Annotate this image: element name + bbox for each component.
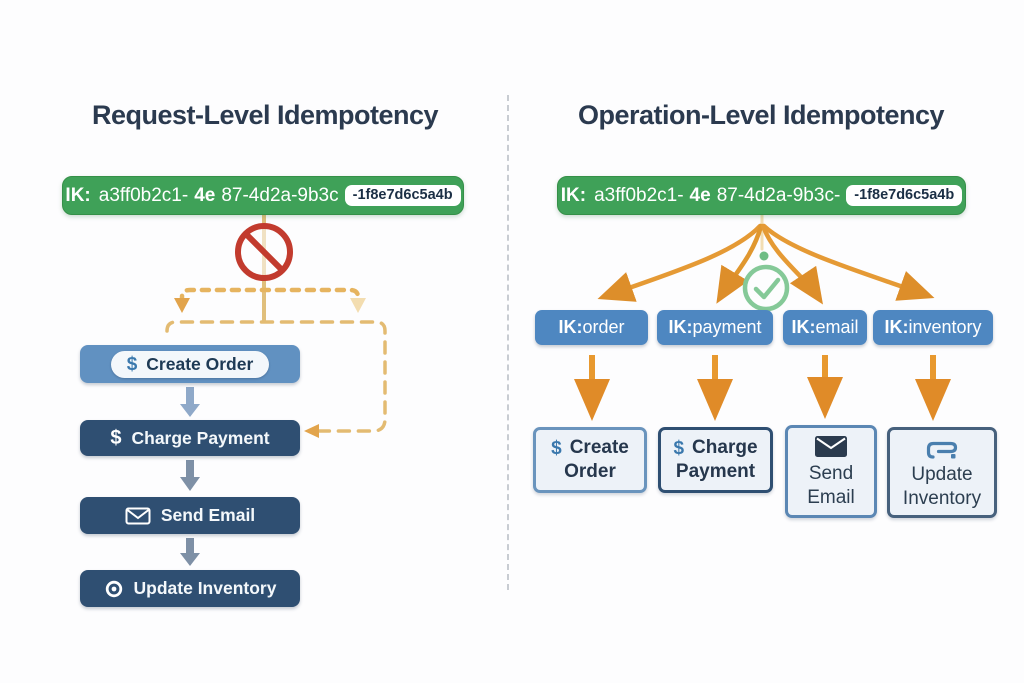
ik-suffix-badge: -1f8e7d6c5a4b (344, 184, 461, 207)
op-create-order: $ Create Order (533, 427, 647, 493)
ik-key-part2: 4e (689, 184, 711, 206)
panel-divider (507, 95, 509, 590)
dollar-icon: $ (551, 437, 562, 459)
key-prefix: IK: (668, 317, 693, 337)
op-line2: Payment (675, 461, 756, 482)
ik-key-part3: 87-4d2a-9b3c (221, 184, 339, 206)
step-label: Charge Payment (131, 427, 270, 448)
ik-key-part3: 87-4d2a-9b3c- (716, 184, 841, 206)
right-title: Operation-Level Idempotency (577, 100, 945, 130)
key-order: IK:order (535, 310, 648, 345)
step-charge-payment: $ Charge Payment (80, 420, 300, 456)
step-label: Update Inventory (133, 578, 277, 598)
ik-label: IK: (560, 184, 587, 206)
ik-key-part2: 4e (194, 184, 216, 206)
key-inventory: IK:inventory (873, 310, 993, 345)
ik-key-part1: a3ff0b2c1- (98, 184, 189, 206)
step-create-order: $ Create Order (80, 345, 300, 383)
prohibition-icon (235, 223, 293, 281)
op-line2: Order (564, 461, 616, 482)
retry-dashed-connectors (165, 214, 387, 438)
dollar-icon: $ (126, 353, 138, 375)
step-label: Create Order (146, 353, 254, 374)
envelope-filled-icon (814, 435, 848, 458)
key-name: inventory (908, 317, 982, 337)
ik-label: IK: (65, 184, 91, 206)
dollar-icon: $ (110, 427, 122, 449)
key-name: email (815, 317, 859, 337)
op-update-inventory: Update Inventory (887, 427, 997, 518)
op-line2: Email (807, 486, 855, 508)
ik-key-part1: a3ff0b2c1- (594, 184, 684, 206)
envelope-icon (125, 507, 151, 525)
left-title: Request-Level Idempotency (91, 100, 439, 130)
key-arrows (574, 355, 951, 421)
op-line2: Inventory (902, 487, 982, 509)
key-name: order (582, 317, 625, 337)
step-send-email: Send Email (80, 497, 300, 534)
key-prefix: IK: (791, 317, 816, 337)
fanout-arrows (597, 212, 935, 305)
key-payment: IK:payment (657, 310, 773, 345)
target-icon (104, 579, 124, 599)
op-line1: Update (911, 463, 973, 485)
step-label: Send Email (160, 505, 256, 525)
dollar-icon: $ (673, 437, 685, 459)
create-order-pill: $ Create Order (110, 350, 270, 378)
check-icon (742, 251, 790, 312)
op-line1: Create (569, 437, 629, 458)
key-email: IK:email (783, 310, 867, 345)
key-prefix: IK: (558, 317, 583, 337)
key-name: payment (692, 317, 762, 337)
op-line1: Charge (692, 437, 758, 458)
step-update-inventory: Update Inventory (80, 570, 300, 607)
key-prefix: IK: (884, 317, 909, 337)
ik-suffix-badge: -1f8e7d6c5a4b (846, 184, 963, 207)
op-charge-payment: $ Charge Payment (658, 427, 773, 493)
left-step-arrows (180, 387, 200, 566)
op-line1: Send (808, 462, 854, 484)
sync-icon (924, 436, 960, 460)
op-send-email: Send Email (785, 425, 877, 518)
